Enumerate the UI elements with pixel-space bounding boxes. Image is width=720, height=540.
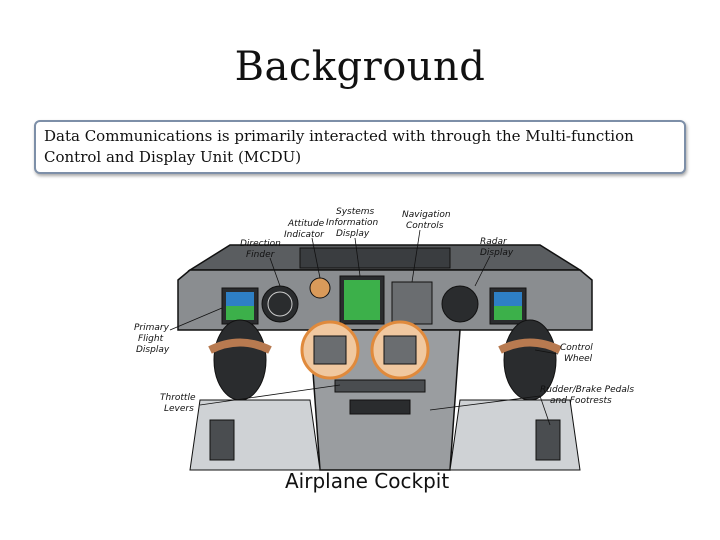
attitude-indicator-gauge	[309, 277, 331, 299]
label-navigation-1: Navigation	[402, 210, 451, 220]
left-pilot-seat	[213, 319, 267, 401]
systems-display-screen	[344, 280, 380, 320]
rudder-pedal-left	[209, 419, 235, 461]
label-direction-2: Finder	[246, 250, 276, 260]
radar-display-dial	[441, 285, 479, 323]
cockpit-diagram: Attitude Indicator Systems Information D…	[130, 200, 640, 500]
label-radar-2: Display	[480, 248, 514, 258]
throttle-levers	[334, 379, 426, 393]
navigation-controls-panel	[391, 281, 433, 325]
label-attitude-1: Attitude	[287, 219, 325, 229]
label-throttle-1: Throttle	[160, 393, 196, 403]
label-throttle-2: Levers	[164, 404, 194, 414]
right-control-wheel	[498, 338, 562, 354]
label-systems-3: Display	[336, 229, 370, 239]
callout-text: Data Communications is primarily interac…	[44, 127, 634, 166]
pedestal-display	[349, 399, 411, 415]
pfd-screen-sky	[226, 292, 254, 306]
leader-lines	[169, 229, 559, 426]
direction-finder-ring	[267, 291, 293, 317]
overhead-control-panel	[299, 247, 451, 269]
slide-title: Background	[234, 44, 486, 90]
label-pfd-1: Primary	[134, 323, 170, 333]
direction-finder-dial	[261, 285, 299, 323]
label-rudder-1: Rudder/Brake Pedals	[540, 385, 634, 395]
callout-box: Data Communications is primarily interac…	[34, 120, 686, 174]
label-control-1: Control	[560, 343, 593, 353]
label-attitude-2: Indicator	[284, 230, 325, 240]
label-navigation-2: Controls	[406, 221, 444, 231]
pfd-screen-ground	[226, 306, 254, 320]
mcdu-left	[313, 335, 347, 365]
diagram-caption: Airplane Cockpit	[285, 469, 449, 493]
pfd-right-screen-ground	[494, 306, 522, 320]
rudder-pedal-right	[535, 419, 561, 461]
label-control-2: Wheel	[564, 354, 593, 364]
label-systems-2: Information	[326, 218, 379, 228]
label-radar-1: Radar	[480, 237, 508, 247]
mcdu-right	[383, 335, 417, 365]
pfd-right-screen-sky	[494, 292, 522, 306]
cockpit-illustration: Attitude Indicator Systems Information D…	[134, 207, 634, 493]
label-systems-1: Systems	[336, 207, 375, 217]
label-pfd-2: Flight	[138, 334, 164, 344]
left-control-wheel	[208, 338, 272, 354]
label-direction-1: Direction	[240, 239, 281, 249]
label-pfd-3: Display	[136, 345, 170, 355]
label-rudder-2: and Footrests	[550, 396, 612, 406]
